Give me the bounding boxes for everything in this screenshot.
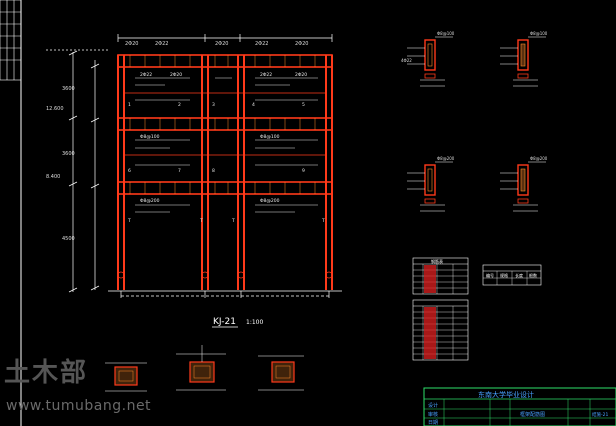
frame-title: KJ-21: [213, 317, 236, 327]
svg-text:12.600: 12.600: [46, 106, 64, 112]
svg-text:T: T: [231, 218, 235, 224]
frame-elevation-kj21[interactable]: 2Φ22 2Φ20 2Φ22 2Φ20 1 2 3 4 5 Φ8@100 Φ8@100 6 7 8 9…: [108, 54, 342, 298]
legend-table-col-1: 编号: [486, 272, 494, 278]
svg-text:1: 1: [128, 102, 131, 108]
svg-text:2Φ22: 2Φ22: [260, 72, 272, 78]
svg-text:T: T: [321, 218, 325, 224]
frame-beams: [117, 54, 333, 195]
svg-text:4: 4: [252, 102, 255, 108]
title-block-university: 东南大学毕业设计: [478, 390, 534, 399]
margin-tab: [0, 0, 22, 81]
svg-text:8.400: 8.400: [46, 174, 60, 180]
svg-text:2Φ22: 2Φ22: [140, 72, 152, 78]
column-section-detail-3[interactable]: Φ8@200: [407, 156, 455, 212]
svg-text:Φ8@200: Φ8@200: [530, 156, 548, 161]
rebar-schedule-table-1[interactable]: 钢筋表: [412, 257, 469, 295]
svg-text:3600: 3600: [62, 86, 75, 92]
svg-text:Φ8@100: Φ8@100: [140, 134, 160, 140]
dimension-chain-left: [46, 49, 110, 293]
svg-text:2Φ20: 2Φ20: [215, 41, 228, 47]
watermark-logo: 土木部: [4, 358, 89, 388]
svg-text:Φ8@200: Φ8@200: [437, 156, 455, 161]
svg-text:Φ8@100: Φ8@100: [437, 31, 455, 36]
title-block-row-3: 日期: [428, 420, 438, 426]
column-section-detail-1[interactable]: 4Φ22 Φ8@100: [401, 31, 455, 87]
dimension-text-left: 3600 3600 4500 12.600 8.400: [46, 86, 75, 242]
rebar-legend-table[interactable]: 编号 规格 长度 根数: [482, 264, 542, 286]
beam-section-detail-1[interactable]: [105, 362, 147, 392]
svg-text:2Φ20: 2Φ20: [170, 72, 182, 78]
column-section-detail-2[interactable]: Φ8@100: [500, 31, 548, 87]
svg-text:2Φ20: 2Φ20: [295, 41, 308, 47]
svg-text:3: 3: [212, 102, 215, 108]
svg-text:Φ8@200: Φ8@200: [140, 198, 160, 204]
svg-text:T: T: [127, 218, 131, 224]
legend-table-col-4: 根数: [529, 272, 537, 278]
svg-text:4Φ22: 4Φ22: [401, 58, 412, 63]
legend-table-col-3: 长度: [515, 272, 523, 278]
dimension-text-top: 2Φ20 2Φ22 2Φ20 2Φ22 2Φ20: [125, 41, 308, 47]
svg-text:7: 7: [178, 168, 181, 174]
column-section-detail-4[interactable]: Φ8@200: [500, 156, 548, 212]
title-block-row-1: 设计: [428, 402, 438, 409]
svg-text:6: 6: [128, 168, 131, 174]
frame-columns: [117, 55, 333, 290]
svg-text:5: 5: [302, 102, 305, 108]
svg-text:T: T: [199, 218, 203, 224]
title-block-row-2: 审核: [428, 411, 438, 418]
beam-section-detail-2[interactable]: [176, 345, 226, 391]
title-block[interactable]: [423, 387, 616, 426]
column-bases: [108, 290, 342, 298]
svg-text:8: 8: [212, 168, 215, 174]
beam-section-detail-3[interactable]: [258, 355, 304, 391]
svg-text:4500: 4500: [62, 236, 75, 242]
svg-text:3600: 3600: [62, 151, 75, 157]
svg-text:2Φ22: 2Φ22: [255, 41, 268, 47]
frame-scale: 1:100: [246, 319, 263, 326]
legend-table-col-2: 规格: [500, 272, 508, 278]
title-block-sheet-number: 结施-21: [592, 411, 608, 418]
svg-text:2: 2: [178, 102, 181, 108]
svg-text:Φ8@100: Φ8@100: [260, 134, 280, 140]
dimension-chain-top: [117, 34, 333, 42]
column-base-circles: [117, 271, 333, 279]
svg-text:9: 9: [302, 168, 305, 174]
rebar-annotations: [135, 77, 318, 213]
svg-text:2Φ22: 2Φ22: [155, 41, 168, 47]
beam-stirrups: [129, 55, 316, 194]
svg-text:Φ8@100: Φ8@100: [530, 31, 548, 36]
table-1-title: 钢筋表: [431, 258, 443, 264]
title-block-sheet-label: 框架配筋图: [520, 411, 545, 418]
rebar-schedule-table-2[interactable]: [412, 299, 469, 361]
svg-text:Φ8@200: Φ8@200: [260, 198, 280, 204]
svg-text:2Φ20: 2Φ20: [125, 41, 138, 47]
watermark-url: www.tumubang.net: [6, 398, 152, 414]
rebar-labels: 2Φ22 2Φ20 2Φ22 2Φ20 1 2 3 4 5 Φ8@100 Φ8@100 6 7 8 9…: [127, 72, 325, 224]
svg-text:2Φ20: 2Φ20: [295, 72, 307, 78]
